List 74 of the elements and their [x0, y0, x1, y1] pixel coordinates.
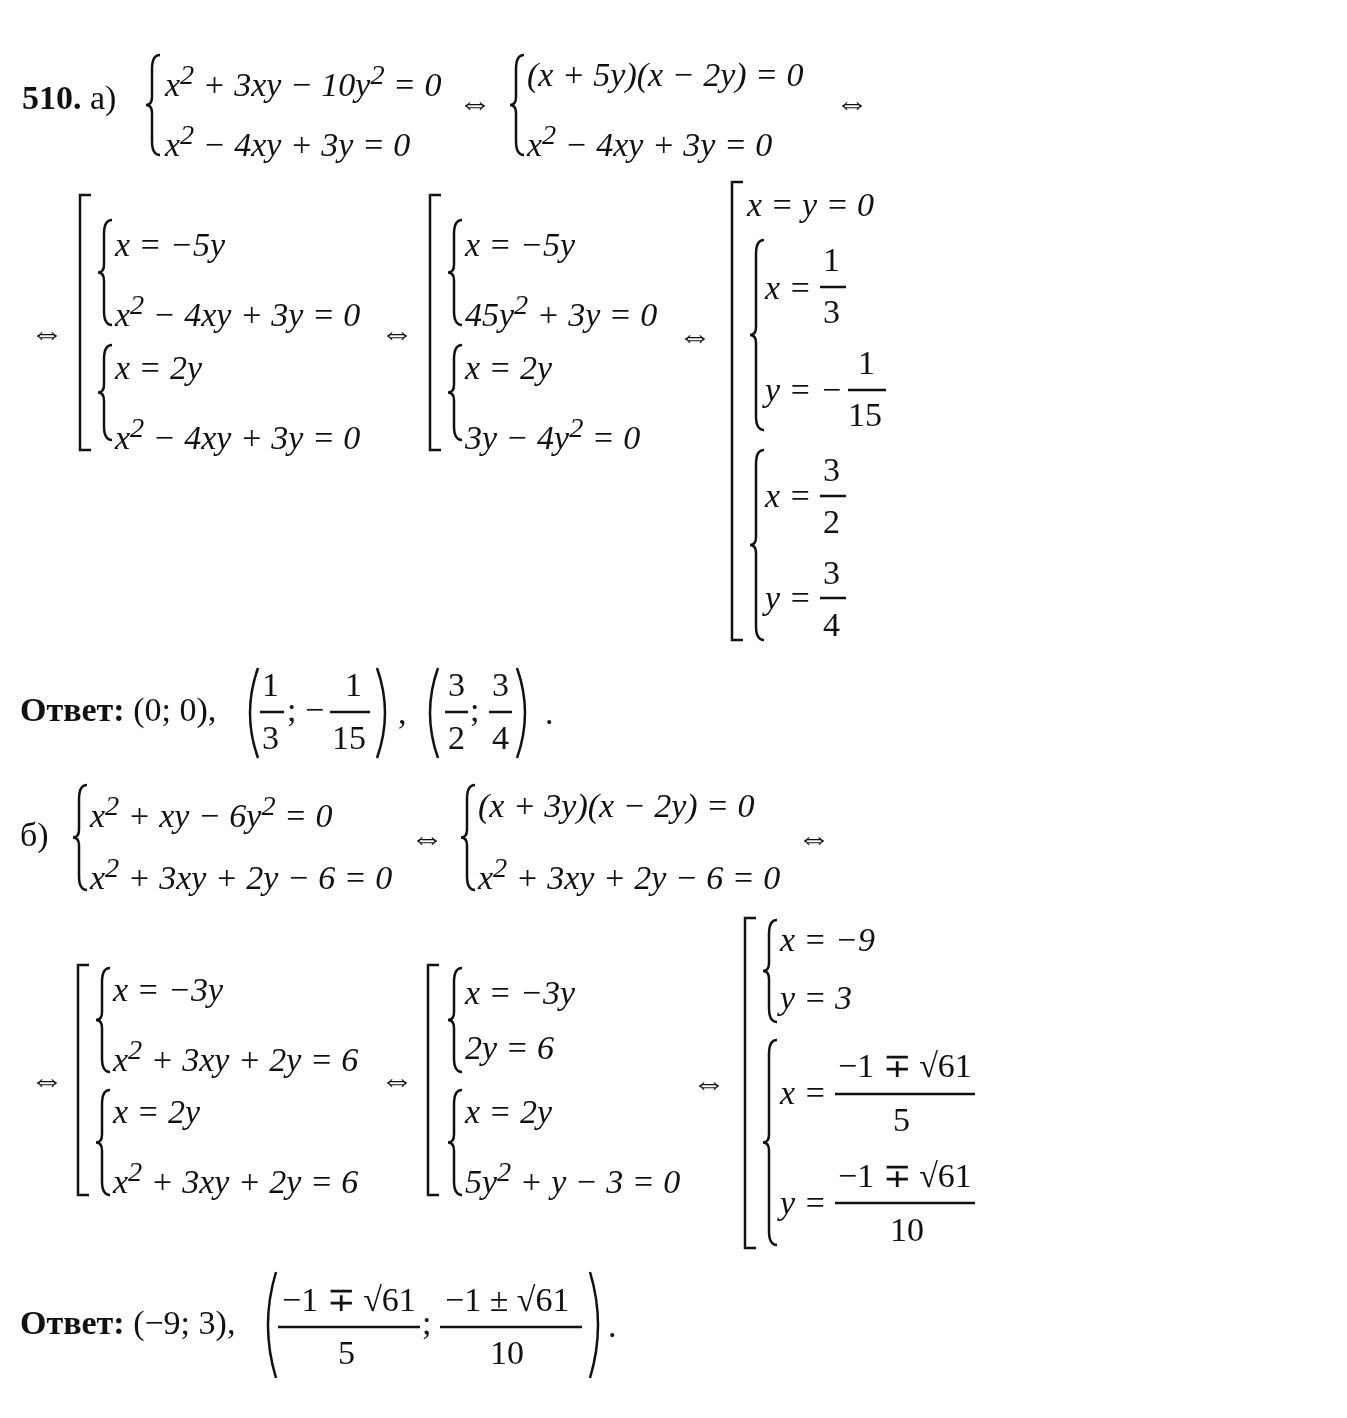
equation: x$^{2}$ − 4xy + 3y = 0 — [165, 118, 411, 166]
fraction-numerator: 3 — [823, 553, 840, 593]
equivalence-sign: ⇔ — [678, 316, 712, 356]
fraction-denominator: 3 — [262, 718, 279, 758]
equation: x$^{2}$ + 3xy + 2y − 6 = 0 — [90, 851, 393, 899]
fraction-denominator: 5 — [893, 1100, 910, 1140]
equation: 45y$^{2}$ + 3y = 0 — [465, 288, 658, 336]
equivalence-sign: ⇔ — [380, 1060, 414, 1100]
punctuation: , — [398, 693, 407, 733]
answer-text: Ответ: (0; 0), — [20, 690, 217, 730]
equivalence-sign: ⇔ — [835, 83, 869, 123]
equation: x$^{2}$ + 3xy − 10y$^{2}$ = 0 — [165, 58, 442, 106]
fraction-denominator: 3 — [823, 292, 840, 332]
fraction-numerator: 3 — [823, 450, 840, 490]
problem-number: 510. а) — [22, 78, 117, 118]
answer-text: Ответ: (−9; 3), — [20, 1303, 236, 1343]
equation: x = 2y — [115, 348, 203, 388]
equation: x = — [780, 1073, 827, 1113]
fraction-numerator: −1 ± √61 — [445, 1280, 570, 1320]
equation: x = −3y — [465, 973, 576, 1013]
equation: x$^{2}$ + 3xy + 2y − 6 = 0 — [478, 851, 781, 899]
equation: − — [305, 690, 325, 730]
equation: x = — [765, 268, 812, 308]
equation: x = −9 — [780, 920, 875, 960]
equation: x$^{2}$ − 4xy + 3y = 0 — [115, 288, 361, 336]
fraction-numerator: 1 — [345, 665, 362, 705]
equation: 2y = 6 — [465, 1028, 555, 1068]
punctuation: ; — [470, 690, 480, 730]
fraction-denominator: 4 — [492, 718, 509, 758]
fraction-denominator: 4 — [823, 605, 840, 645]
equation: x$^{2}$ + 3xy + 2y = 6 — [113, 1155, 359, 1203]
equation: 3y − 4y$^{2}$ = 0 — [465, 411, 641, 459]
equivalence-sign: ⇔ — [458, 83, 492, 123]
fraction-denominator: 10 — [490, 1333, 524, 1373]
equivalence-sign: ⇔ — [30, 1060, 64, 1100]
punctuation: . — [545, 693, 554, 733]
equation: 5y$^{2}$ + y − 3 = 0 — [465, 1155, 681, 1203]
punctuation: . — [608, 1306, 617, 1346]
fraction-numerator: −1 ∓ √61 — [838, 1046, 972, 1086]
fraction-denominator: 5 — [338, 1333, 355, 1373]
equation: x = −5y — [115, 225, 226, 265]
equivalence-sign: ⇔ — [30, 313, 64, 353]
punctuation: ; — [287, 690, 297, 730]
equation: x$^{2}$ − 4xy + 3y = 0 — [527, 118, 773, 166]
fraction-numerator: −1 ∓ √61 — [838, 1156, 972, 1196]
equivalence-sign: ⇔ — [410, 818, 444, 858]
equation: x$^{2}$ − 4xy + 3y = 0 — [115, 411, 361, 459]
fraction-numerator: 1 — [858, 343, 875, 383]
fraction-denominator: 15 — [332, 718, 366, 758]
fraction-numerator: 3 — [448, 665, 465, 705]
equation: x = −5y — [465, 225, 576, 265]
equation: (x + 3y)(x − 2y) = 0 — [478, 786, 755, 826]
equivalence-sign: ⇔ — [380, 313, 414, 353]
fraction-denominator: 2 — [448, 718, 465, 758]
punctuation: ; — [422, 1303, 432, 1343]
fraction-denominator: 15 — [848, 395, 882, 435]
equation: x = 2y — [113, 1092, 201, 1132]
fraction-numerator: 3 — [492, 665, 509, 705]
equation: x = 2y — [465, 348, 553, 388]
equation: x = y = 0 — [747, 185, 875, 225]
fraction-denominator: 2 — [823, 502, 840, 542]
equivalence-sign: ⇔ — [797, 818, 831, 858]
fraction-denominator: 10 — [890, 1210, 924, 1250]
equation: x$^{2}$ + 3xy + 2y = 6 — [113, 1033, 359, 1081]
equation: x = 2y — [465, 1092, 553, 1132]
equation: x = −3y — [113, 970, 224, 1010]
fraction-numerator: −1 ∓ √61 — [282, 1280, 416, 1320]
equation: (x + 5y)(x − 2y) = 0 — [527, 55, 804, 95]
fraction-numerator: 1 — [262, 665, 279, 705]
equation: x = — [765, 476, 812, 516]
equivalence-sign: ⇔ — [692, 1063, 726, 1103]
equation: x$^{2}$ + xy − 6y$^{2}$ = 0 — [90, 789, 333, 837]
problem-number: б) — [20, 815, 49, 855]
fraction-numerator: 1 — [823, 240, 840, 280]
